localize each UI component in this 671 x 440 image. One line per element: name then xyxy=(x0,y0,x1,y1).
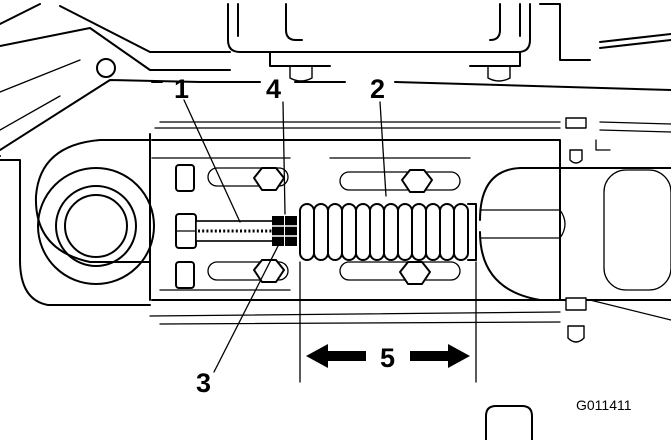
callout-5: 5 xyxy=(380,343,395,373)
spring-length-dimension xyxy=(299,261,477,383)
hex-nuts xyxy=(253,167,433,285)
leader-lines xyxy=(183,99,387,373)
slotted-plate xyxy=(149,139,561,325)
callout-2: 2 xyxy=(370,74,385,104)
threaded-rod xyxy=(195,220,277,242)
callout-4: 4 xyxy=(266,74,281,104)
figure-id: G011411 xyxy=(576,397,632,413)
left-bolts xyxy=(175,164,197,289)
callout-1: 1 xyxy=(174,74,189,104)
jam-nuts xyxy=(272,216,297,246)
right-carriage xyxy=(479,117,671,343)
pivot-tube xyxy=(0,139,155,306)
compression-spring xyxy=(298,200,478,261)
lower-bracket xyxy=(485,405,533,440)
upper-frame xyxy=(0,3,671,301)
callout-3: 3 xyxy=(196,368,211,398)
